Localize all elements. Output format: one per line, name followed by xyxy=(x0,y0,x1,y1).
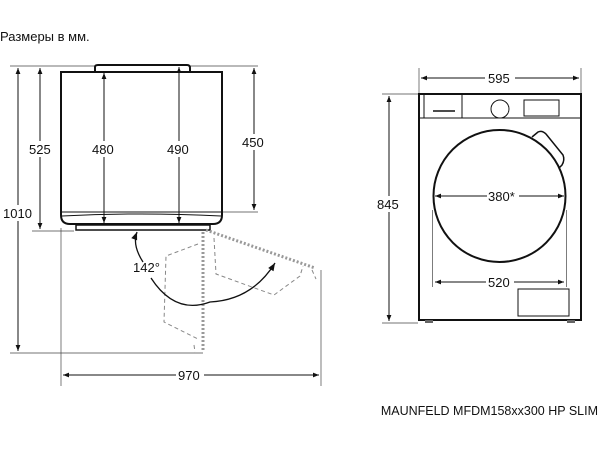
door-swing-arc xyxy=(150,262,276,306)
program-knob xyxy=(490,99,510,119)
filter-cover xyxy=(517,288,570,317)
door-handle xyxy=(531,130,565,170)
top-view-handle xyxy=(94,64,191,72)
dim-520-label: 520 xyxy=(488,275,510,290)
dim-450-label: 450 xyxy=(242,135,264,150)
open-door-outline xyxy=(163,228,317,353)
top-view-body xyxy=(60,71,223,225)
top-view-base xyxy=(75,224,211,231)
dim-380-label: 380* xyxy=(488,189,515,204)
units-note: Размеры в мм. xyxy=(0,29,90,44)
model-caption: MAUNFELD MFDM158xx300 HP SLIM xyxy=(381,404,598,418)
door-angle-label: 142° xyxy=(133,260,160,275)
dim-970-label: 970 xyxy=(178,368,200,383)
foot-right xyxy=(567,320,575,323)
dim-525-label: 525 xyxy=(29,142,51,157)
foot-left xyxy=(425,320,433,323)
front-view: 595 845 380* 520 xyxy=(375,68,582,324)
dim-480-label: 480 xyxy=(92,142,114,157)
dim-490-label: 490 xyxy=(167,142,189,157)
top-view: 142° 1010 525 480 490 450 970 xyxy=(2,64,322,386)
display-panel xyxy=(523,99,560,117)
dim-595-label: 595 xyxy=(488,71,510,86)
dim-845-label: 845 xyxy=(377,197,399,212)
dim-1010-label: 1010 xyxy=(3,206,32,221)
